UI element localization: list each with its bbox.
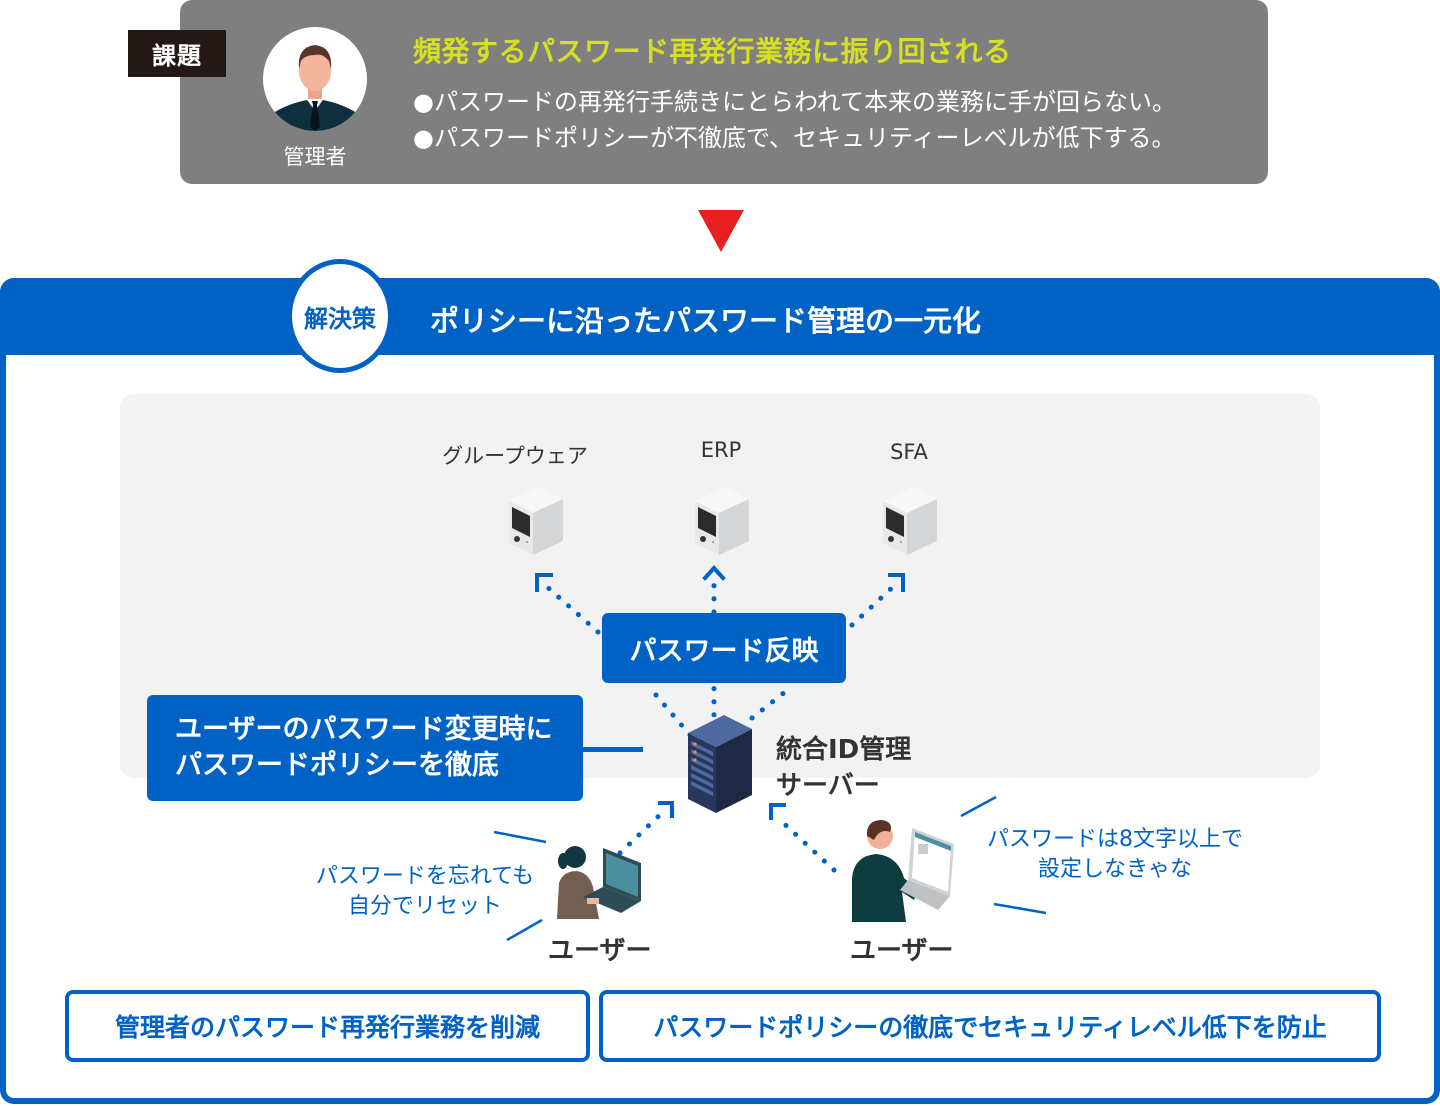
problem-item: ●パスワードの再発行手続きにとらわれて本来の業務に手が回らない。 <box>413 88 1177 116</box>
result-reduce-admin-work: 管理者のパスワード再発行業務を削減 <box>65 990 590 1062</box>
policy-connector-line <box>583 747 643 752</box>
system-label-groupware: グループウェア <box>442 444 588 468</box>
id-server-label: 統合ID管理 サーバー <box>776 732 911 804</box>
result-label: 管理者のパスワード再発行業務を削減 <box>114 1013 540 1042</box>
admin-avatar-icon <box>263 27 367 131</box>
solution-badge-label: 解決策 <box>304 304 376 333</box>
system-label-erp: ERP <box>700 438 742 462</box>
server-tower-icon <box>509 487 563 555</box>
server-label-line: サーバー <box>776 771 880 801</box>
user-man-laptop-icon <box>852 820 954 922</box>
admin-label: 管理者 <box>283 145 347 169</box>
speech-line: 自分でリセット <box>347 894 502 919</box>
speech-line: 設定しなきゃな <box>1037 857 1192 882</box>
system-label-sfa: SFA <box>890 440 928 464</box>
speech-line: パスワードを忘れても <box>315 864 535 889</box>
problem-title: 頻発するパスワード再発行業務に振り回される <box>413 35 1012 68</box>
policy-line: ユーザーのパスワード変更時に <box>175 714 553 745</box>
result-label: パスワードポリシーの徹底でセキュリティレベル低下を防止 <box>653 1013 1327 1042</box>
problem-item: ●パスワードポリシーが不徹底で、セキュリティーレベルが低下する。 <box>413 124 1176 152</box>
solution-title: ポリシーに沿ったパスワード管理の一元化 <box>430 304 982 338</box>
password-reflect-box: パスワード反映 <box>602 613 846 683</box>
solution-header <box>0 278 1440 355</box>
result-prevent-security-drop: パスワードポリシーの徹底でセキュリティレベル低下を防止 <box>599 990 1381 1062</box>
server-label-line: 統合ID管理 <box>776 735 912 765</box>
user-label-2: ユーザー <box>850 936 954 966</box>
problem-tag: 課題 <box>128 30 226 77</box>
id-server-rack-icon <box>688 715 752 813</box>
solution-badge: 解決策 <box>287 259 393 373</box>
user2-speech: パスワードは8文字以上で 設定しなきゃな <box>975 825 1255 885</box>
down-arrow-icon <box>698 210 744 252</box>
server-tower-icon <box>695 487 749 555</box>
policy-enforcement-box: ユーザーのパスワード変更時に パスワードポリシーを徹底 <box>147 695 583 801</box>
speech-line: パスワードは8文字以上で <box>987 827 1243 852</box>
server-tower-icon <box>883 487 937 555</box>
problem-list: ●パスワードの再発行手続きにとらわれて本来の業務に手が回らない。 ●パスワードポ… <box>413 84 1176 156</box>
policy-line: パスワードポリシーを徹底 <box>175 750 499 781</box>
user1-speech: パスワードを忘れても 自分でリセット <box>305 862 545 922</box>
user-label-1: ユーザー <box>548 936 652 966</box>
reflect-label: パスワード反映 <box>629 635 819 667</box>
user-woman-laptop-icon <box>557 846 641 919</box>
